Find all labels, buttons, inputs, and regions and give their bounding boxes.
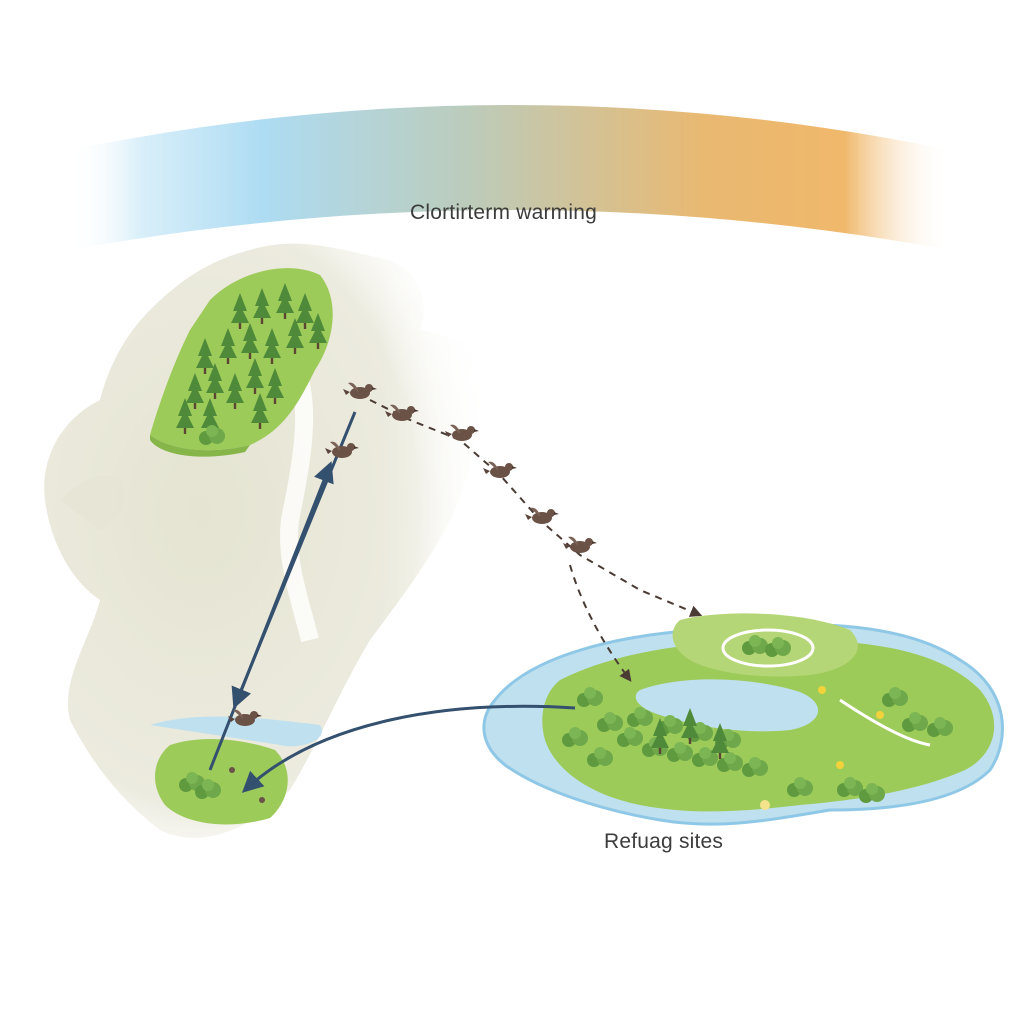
europe-landmass <box>44 240 520 880</box>
southern-region <box>150 716 322 825</box>
arrow-refuge-to-south <box>241 704 576 793</box>
northern-forest <box>150 268 333 457</box>
refuge-island <box>482 613 1004 826</box>
warming-gradient-arc <box>70 105 950 250</box>
dashed-path-main <box>369 399 703 617</box>
refuge-sites-label: Refuag sites <box>604 830 724 853</box>
warming-label: Clortirterm warming <box>410 201 597 224</box>
dashed-migration-paths <box>369 399 703 682</box>
